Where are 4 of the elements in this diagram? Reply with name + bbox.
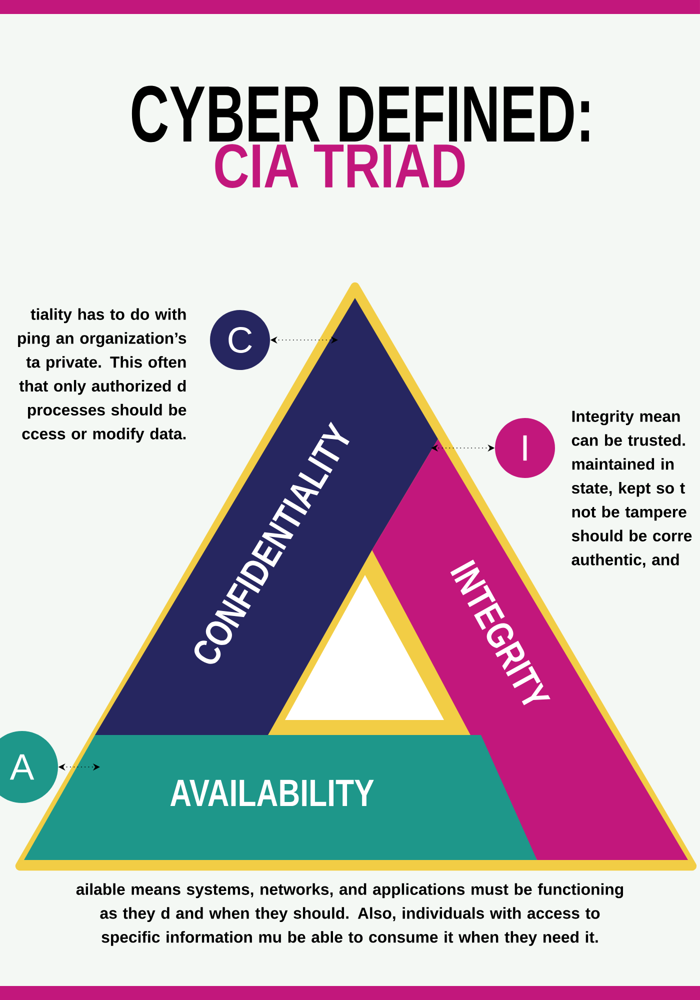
description-text: ailable means systems, networks, and applications must be functioning as they d and when they should. Also, individuals with access to specific information mu be able to consume it when they need it. — [76, 883, 624, 946]
subtitle: CIA TRIAD — [215, 144, 465, 188]
title: CYBER DEFINED: — [132, 86, 589, 142]
node-label: AVAILABILITY — [170, 780, 374, 806]
